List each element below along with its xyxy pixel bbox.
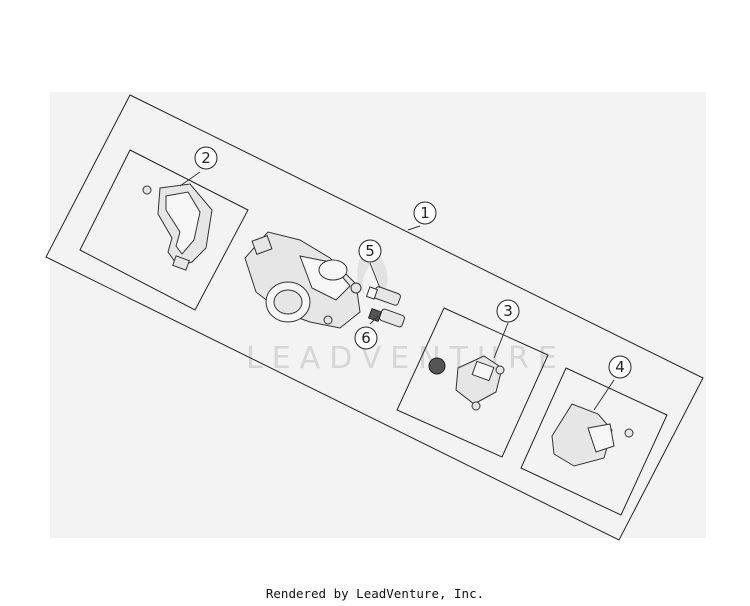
callout-6-label: 6: [361, 329, 371, 347]
callout-4-label: 4: [615, 358, 625, 376]
callout-5-label: 5: [365, 242, 375, 260]
subassembly-box-4: [520, 367, 668, 516]
assembly-outline-1: [45, 94, 704, 541]
part-6-fitting: [367, 307, 405, 328]
callout-2: 2: [194, 146, 218, 170]
part-2-bracket: [142, 183, 213, 271]
part-5-fitting: [365, 286, 401, 306]
callout-1-label: 1: [420, 204, 430, 222]
leader-lines: [179, 171, 615, 411]
callout-3: 3: [496, 299, 520, 323]
subassembly-box-3: [396, 307, 549, 458]
callout-1: 1: [413, 201, 437, 225]
subassembly-box-2: [79, 149, 249, 311]
footer-credit: Rendered by LeadVenture, Inc.: [265, 586, 485, 601]
callout-3-label: 3: [503, 302, 513, 320]
part-4-housing: [551, 403, 634, 467]
callout-5: 5: [358, 239, 382, 263]
callout-4: 4: [608, 355, 632, 379]
callout-6: 6: [354, 326, 378, 350]
watermark: LEADVENTURE: [246, 240, 566, 376]
callout-2-label: 2: [201, 149, 211, 167]
part-throttle-body: [244, 231, 362, 329]
watermark-text: LEADVENTURE: [246, 341, 566, 376]
part-3-sensor: [428, 355, 505, 411]
